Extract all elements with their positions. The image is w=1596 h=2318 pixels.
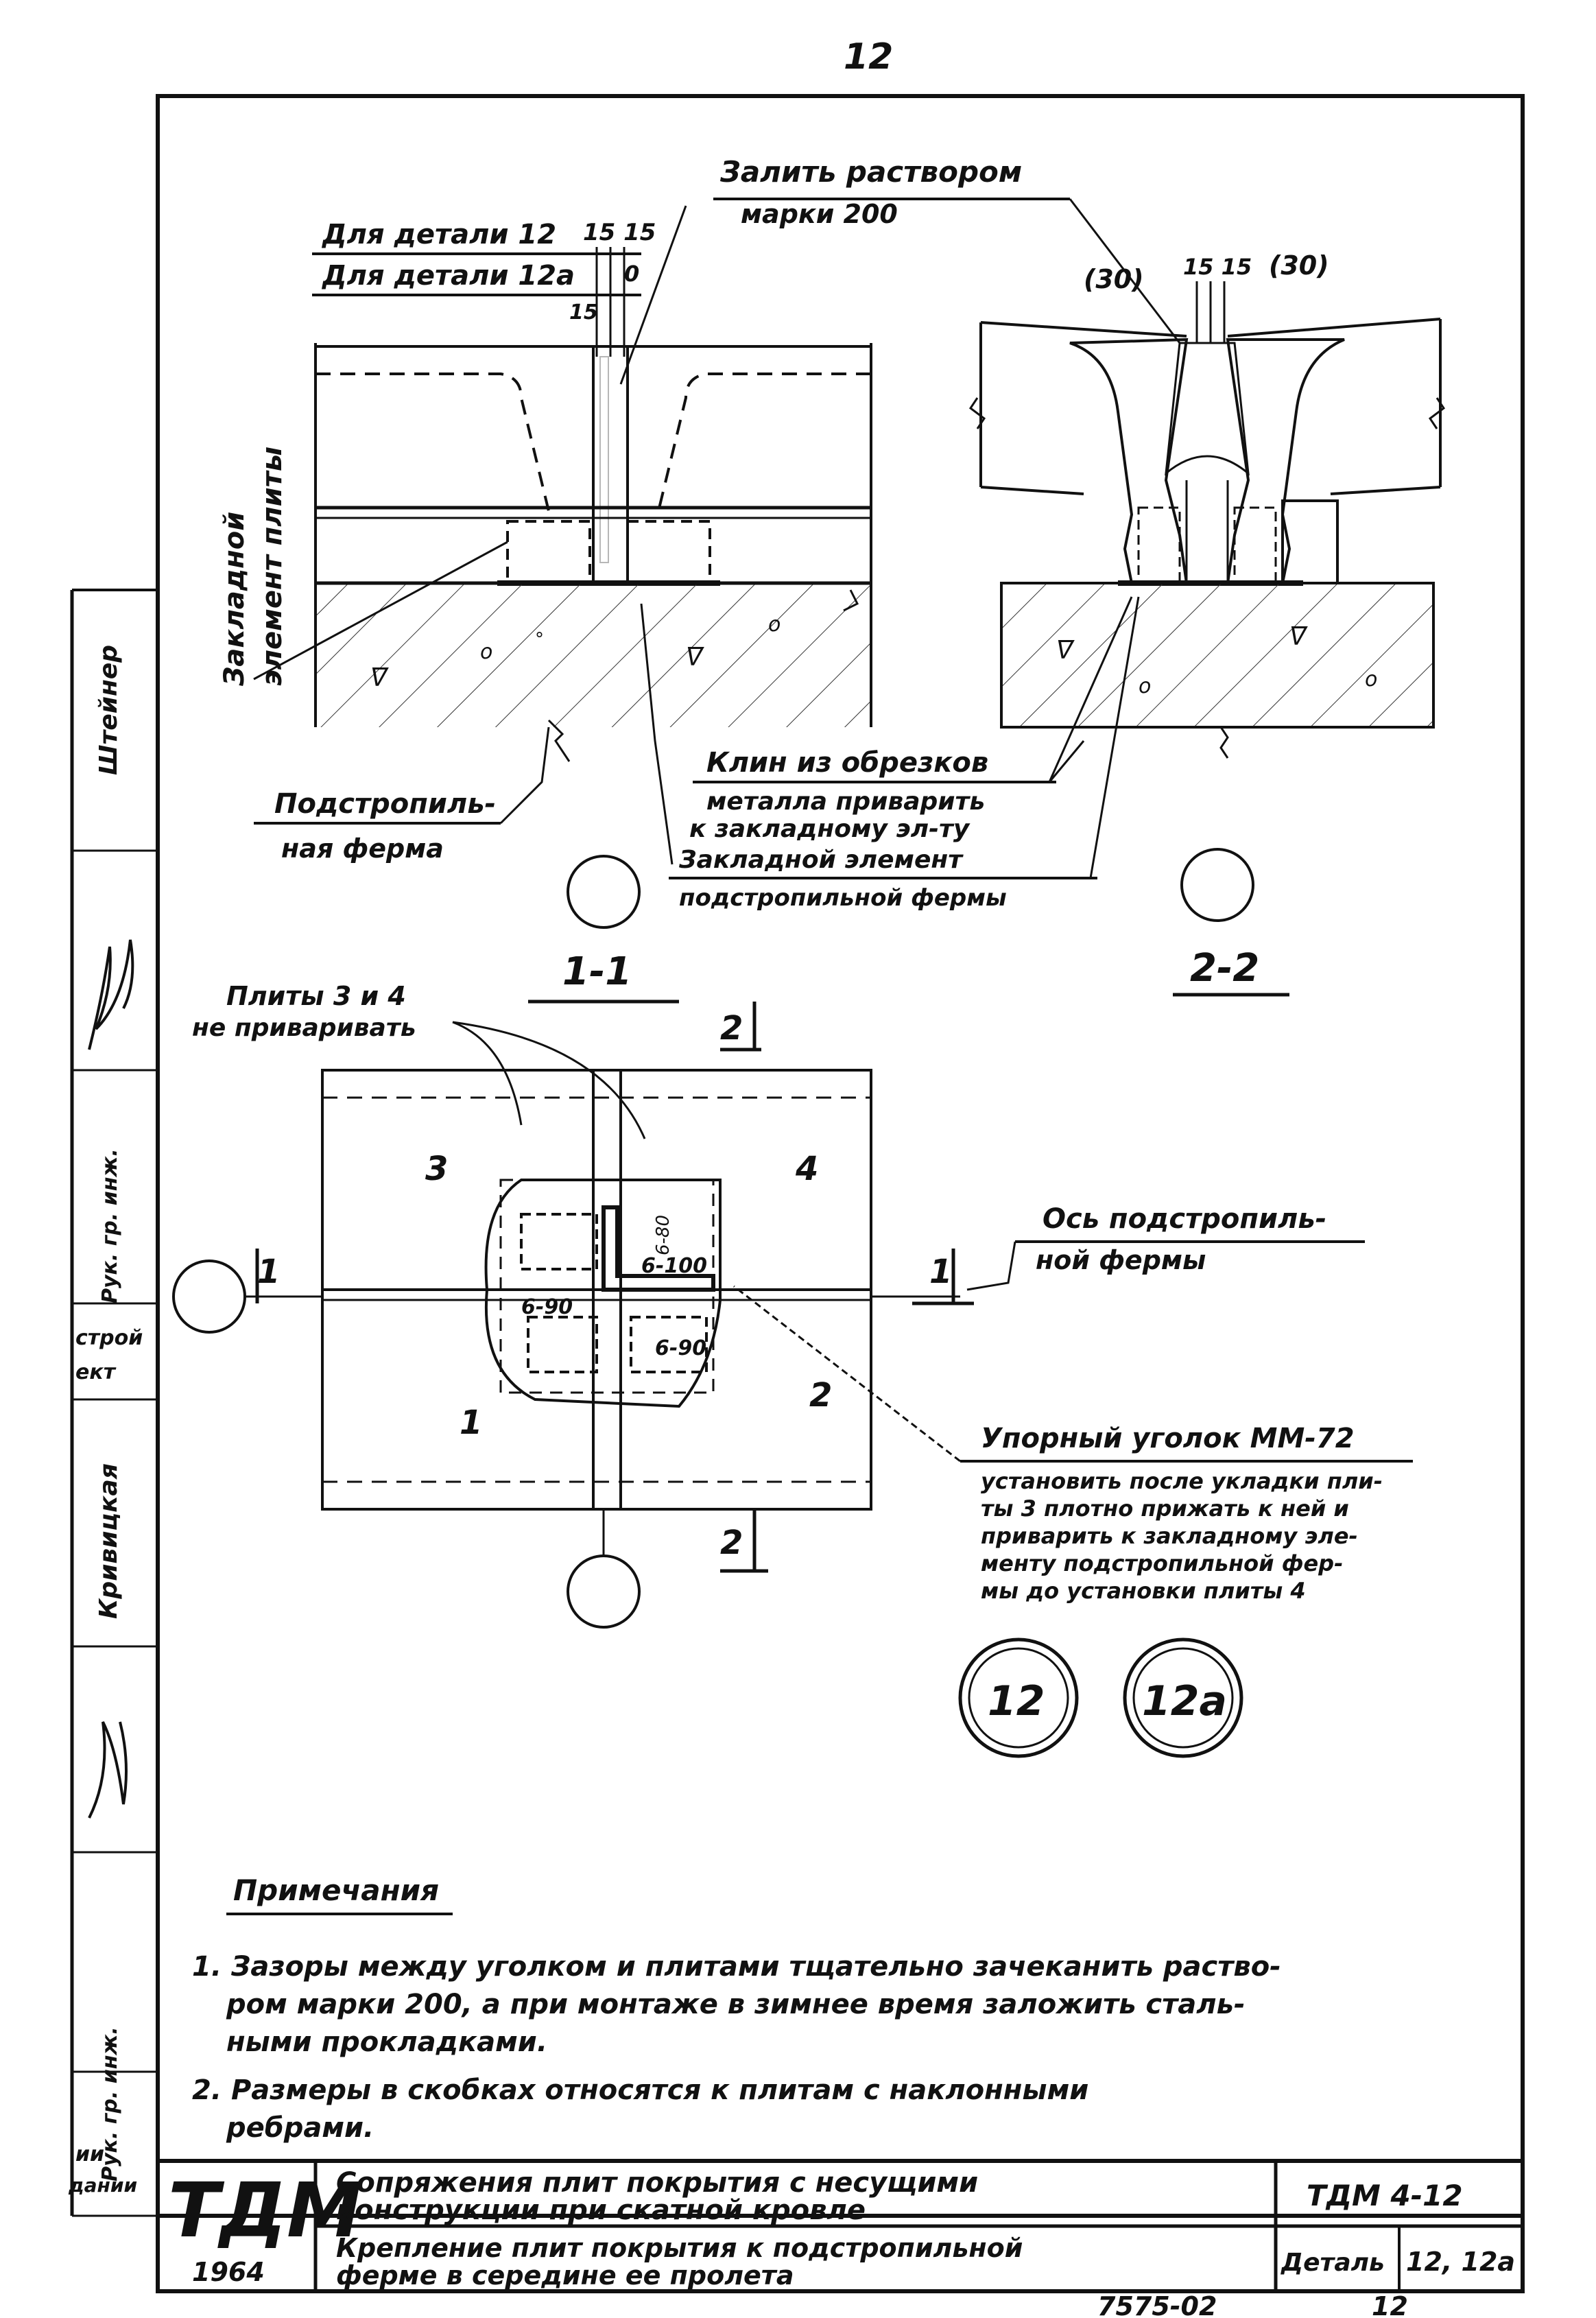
section-mark-2-bottom: 2	[720, 1524, 743, 1562]
svg-text:ᐁ: ᐁ	[686, 643, 704, 672]
plate-4: 4	[795, 1150, 818, 1188]
section-circle-top-left	[567, 855, 641, 929]
detail-circle-12a	[1123, 1637, 1243, 1758]
section-name-1-1: 1-1	[562, 949, 632, 994]
label-axis-2: ной фермы	[1036, 1245, 1206, 1275]
section-top-left: Залить раствором марки 200 Для детали 12…	[219, 155, 1070, 929]
section-name-2-2: 2-2	[1190, 946, 1259, 991]
label-embedded-truss-2: подстропильной фермы	[679, 884, 1007, 912]
section-top-right: (30) 15 15 (30) ᐁ o ᐁ o	[669, 198, 1446, 997]
label-no-weld-1: Плиты 3 и 4	[226, 981, 406, 1011]
label-fill-mortar: Залить раствором	[719, 155, 1022, 189]
angle-note-5: мы до установки плиты 4	[981, 1578, 1306, 1604]
svg-text:o: o	[480, 640, 492, 664]
svg-text:o: o	[1365, 667, 1377, 691]
title-code: ТДМ 4-12	[1307, 2179, 1463, 2212]
plan-view: 1-1 Плиты 3 и 4 не приваривать 2 6-80 6-…	[172, 949, 1413, 1758]
weld-6-90-left: 6-90	[521, 1295, 573, 1319]
section-circle-top-right	[1180, 848, 1254, 922]
label-for-detail-12: Для детали 12	[321, 219, 556, 250]
stamp-org-4: дании	[68, 2174, 137, 2197]
label-wedge-3: к закладному эл-ту	[689, 815, 970, 843]
angle-note-4: менту подстропильной фер-	[981, 1550, 1343, 1576]
label-embedded-1: Закладной	[219, 512, 250, 687]
plate-1: 1	[460, 1404, 482, 1442]
subtitle-line-2: ферме в середине ее пролета	[336, 2260, 794, 2291]
footer-sheet-code: 7575-02	[1097, 2291, 1217, 2318]
weld-6-90-right: 6-90	[655, 1336, 706, 1360]
notes-heading: Примечания	[233, 1873, 439, 1907]
signature-2	[88, 1721, 128, 1819]
detail-circle-12-label: 12	[988, 1677, 1045, 1725]
label-embedded-2: элемент плиты	[257, 447, 288, 686]
title-detail-value: 12, 12а	[1406, 2247, 1515, 2277]
svg-text:ᐁ: ᐁ	[370, 664, 389, 692]
svg-text:ᐁ: ᐁ	[1289, 623, 1308, 651]
note-2-line-1: 2. Размеры в скобках относятся к плитам …	[192, 2074, 1088, 2106]
detail-circle-12a-label: 12а	[1142, 1677, 1227, 1725]
svg-text:ᐁ: ᐁ	[1056, 637, 1075, 665]
title-line-1: Сопряжения плит покрытия с несущими	[336, 2167, 978, 2199]
label-wedge-2: металла приварить	[706, 788, 985, 816]
stamp-role-2: Рук. гр. инж.	[98, 2026, 122, 2181]
label-no-weld-2: не приваривать	[192, 1014, 416, 1042]
svg-text:°: °	[535, 629, 544, 650]
stamp-org-1: строй	[75, 1326, 143, 1350]
note-1-line-3: ными прокладками.	[226, 2026, 547, 2058]
dim-0: 0	[624, 261, 639, 287]
section-mark-1-left: 1	[257, 1253, 280, 1291]
detail-circle-12	[958, 1637, 1079, 1758]
subtitle-line-1: Крепление плит покрытия к подстропильной	[336, 2233, 1023, 2263]
title-block: ТДМ 1964 Сопряжения плит покрытия с несу…	[156, 2159, 1525, 2293]
page-number-top: 12	[844, 36, 893, 78]
stamp-org-2: ект	[75, 1360, 117, 1384]
title-detail-label: Деталь	[1281, 2249, 1385, 2277]
dim-15-15-right: 15 15	[1183, 254, 1252, 280]
footer-page: 12	[1372, 2291, 1408, 2318]
section-circle-plan-left	[172, 1259, 246, 1334]
label-truss-1: Подстропиль-	[274, 788, 496, 820]
angle-note-2: ты 3 плотно прижать к ней и	[981, 1495, 1349, 1522]
weld-6-80: 6-80	[653, 1215, 674, 1255]
dim-30-left: (30)	[1084, 264, 1144, 294]
label-wedge-1: Клин из обрезков	[706, 747, 988, 779]
title-line-2: конструкции при скатной кровле	[336, 2195, 866, 2226]
stamp-name-2: Кривицкая	[95, 1463, 123, 1619]
section-mark-2-top: 2	[720, 1009, 743, 1048]
label-mortar-grade: марки 200	[741, 199, 898, 229]
weld-6-100: 6-100	[641, 1254, 707, 1278]
dim-30-right: (30)	[1269, 250, 1329, 281]
stamp-org-3: ии	[75, 2142, 104, 2166]
note-1-line-1: 1. Зазоры между уголком и плитами тщател…	[192, 1951, 1281, 1983]
section-circle-plan-bottom	[567, 1554, 641, 1629]
section-mark-1-right: 1	[929, 1253, 952, 1291]
signature-1	[88, 939, 134, 1050]
label-for-detail-12a: Для детали 12а	[321, 260, 575, 292]
stamp-role-1: Рук. гр. инж.	[98, 1148, 122, 1303]
main-frame	[156, 94, 1525, 2218]
svg-text:o: o	[1139, 674, 1151, 698]
label-axis-1: Ось подстропиль-	[1043, 1203, 1326, 1235]
dim-15-15: 15 15	[583, 219, 656, 246]
logo-tdm: ТДМ	[168, 2166, 361, 2254]
angle-note-3: приварить к закладному эле-	[981, 1523, 1358, 1549]
dim-15: 15	[569, 300, 598, 324]
angle-note-1: установить после укладки пли-	[981, 1468, 1383, 1494]
label-angle: Упорный уголок ММ-72	[981, 1423, 1355, 1454]
plate-3: 3	[425, 1150, 448, 1188]
note-2-line-2: ребрами.	[226, 2112, 374, 2144]
stamp-name-1: Штейнер	[95, 645, 123, 775]
label-embedded-truss-1: Закладной элемент	[678, 846, 964, 874]
title-year: 1964	[192, 2257, 265, 2287]
svg-text:o: o	[768, 613, 781, 637]
note-1-line-2: ром марки 200, а при монтаже в зимнее вр…	[226, 1989, 1246, 2020]
notes-block: Примечания 1. Зазоры между уголком и пли…	[192, 1873, 1281, 2144]
label-truss-2: ная ферма	[281, 833, 444, 864]
plate-2: 2	[809, 1376, 832, 1415]
